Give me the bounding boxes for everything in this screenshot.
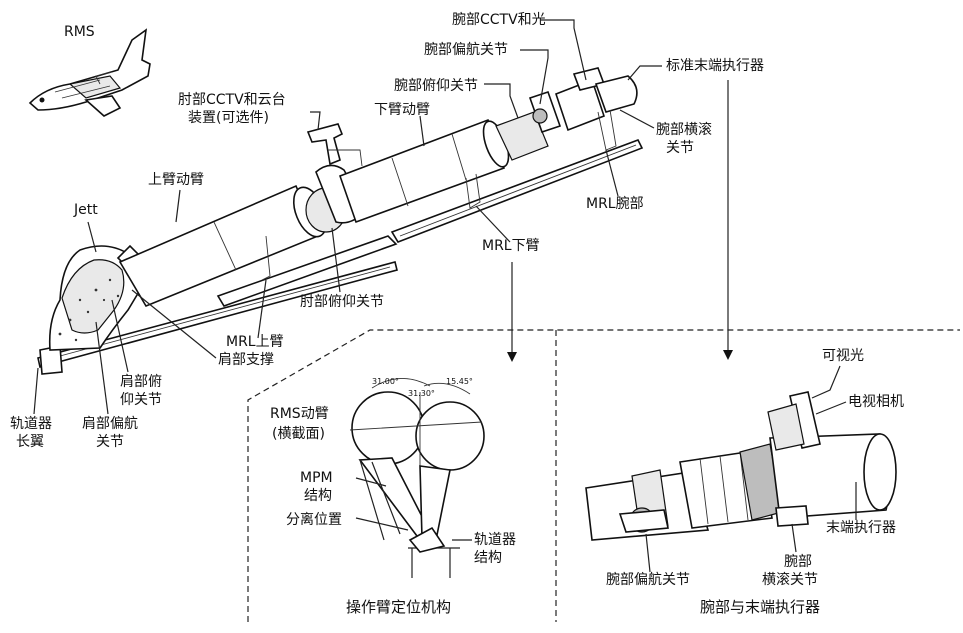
label-longeron-1: 轨道器 xyxy=(10,416,52,432)
dim-b: 15.45° xyxy=(446,377,473,386)
caption-positioning-mechanism: 操作臂定位机构 xyxy=(346,598,451,616)
label-cross-section-1: RMS动臂 xyxy=(270,406,329,422)
label-lower-arm: 下臂动臂 xyxy=(374,102,430,118)
label-mpm-1: MPM xyxy=(300,470,333,486)
label-shoulder-pitch-1: 肩部俯 xyxy=(120,374,162,390)
leader-lines xyxy=(33,19,733,415)
inset-frames xyxy=(247,329,960,622)
inset-wrist-end-effector: 可视光 电视相机 末端执行器 腕部偏航关节 腕部 横滚关节 腕部与末端执行器 xyxy=(585,348,904,616)
label-jett: Jett xyxy=(73,202,98,218)
dim-a: 31.00° xyxy=(372,377,399,386)
label-wrist-roll-2: 关节 xyxy=(666,140,694,156)
label-shoulder-yaw-1: 肩部偏航 xyxy=(82,416,138,432)
label-wrist-roll-1: 腕部 xyxy=(784,554,812,570)
label-wrist-roll-1: 腕部横滚 xyxy=(656,121,712,138)
main-labels: RMS 腕部CCTV和光 腕部偏航关节 标准末端执行器 腕部俯仰关节 肘部CCT… xyxy=(10,12,764,450)
caption-wrist-end-effector: 腕部与末端执行器 xyxy=(700,598,820,616)
label-tv-camera: 电视相机 xyxy=(848,394,904,410)
label-mrl-wrist: MRL腕部 xyxy=(586,196,644,212)
label-wrist-roll-2: 横滚关节 xyxy=(762,571,818,588)
label-separation: 分离位置 xyxy=(286,511,342,528)
label-elbow-cctv-2: 装置(可选件) xyxy=(188,110,269,126)
label-shoulder-support: 肩部支撑 xyxy=(218,352,274,368)
label-elbow-cctv-1: 肘部CCTV和云台 xyxy=(178,92,286,108)
label-orbiter-structure-1: 轨道器 xyxy=(474,532,516,548)
label-wrist-cctv-light: 腕部CCTV和光 xyxy=(452,12,546,28)
label-wrist-yaw: 腕部偏航关节 xyxy=(606,572,690,588)
shuttle-illustration xyxy=(28,28,151,117)
label-mrl-lower-arm: MRL下臂 xyxy=(482,238,540,254)
wrist-assembly xyxy=(495,67,638,161)
label-rms: RMS xyxy=(64,24,95,40)
label-shoulder-pitch-2: 仰关节 xyxy=(120,392,162,408)
label-mpm-2: 结构 xyxy=(304,488,332,504)
longeron-rails xyxy=(37,138,644,375)
label-upper-arm: 上臂动臂 xyxy=(148,172,204,188)
label-end-effector: 末端执行器 xyxy=(826,520,896,536)
shoulder-joint xyxy=(48,244,148,351)
inset-positioning-mechanism: 31.00° 15.45° 31.30° RMS动臂 (横截面) MPM 结构 … xyxy=(270,377,516,616)
label-elbow-pitch: 肘部俯仰关节 xyxy=(300,294,384,310)
lower-arm-boom xyxy=(338,118,510,224)
label-visible-light: 可视光 xyxy=(822,348,864,364)
label-cross-section-2: (横截面) xyxy=(272,426,325,442)
label-mrl-upper-arm: MRL上臂 xyxy=(226,334,284,350)
label-longeron-2: 长翼 xyxy=(16,434,44,450)
dim-c: 31.30° xyxy=(408,389,435,398)
label-wrist-pitch: 腕部俯仰关节 xyxy=(394,78,478,94)
label-shoulder-yaw-2: 关节 xyxy=(96,434,124,450)
label-orbiter-structure-2: 结构 xyxy=(474,550,502,566)
label-standard-end-effector: 标准末端执行器 xyxy=(666,58,764,74)
label-wrist-yaw-top: 腕部偏航关节 xyxy=(424,42,508,58)
